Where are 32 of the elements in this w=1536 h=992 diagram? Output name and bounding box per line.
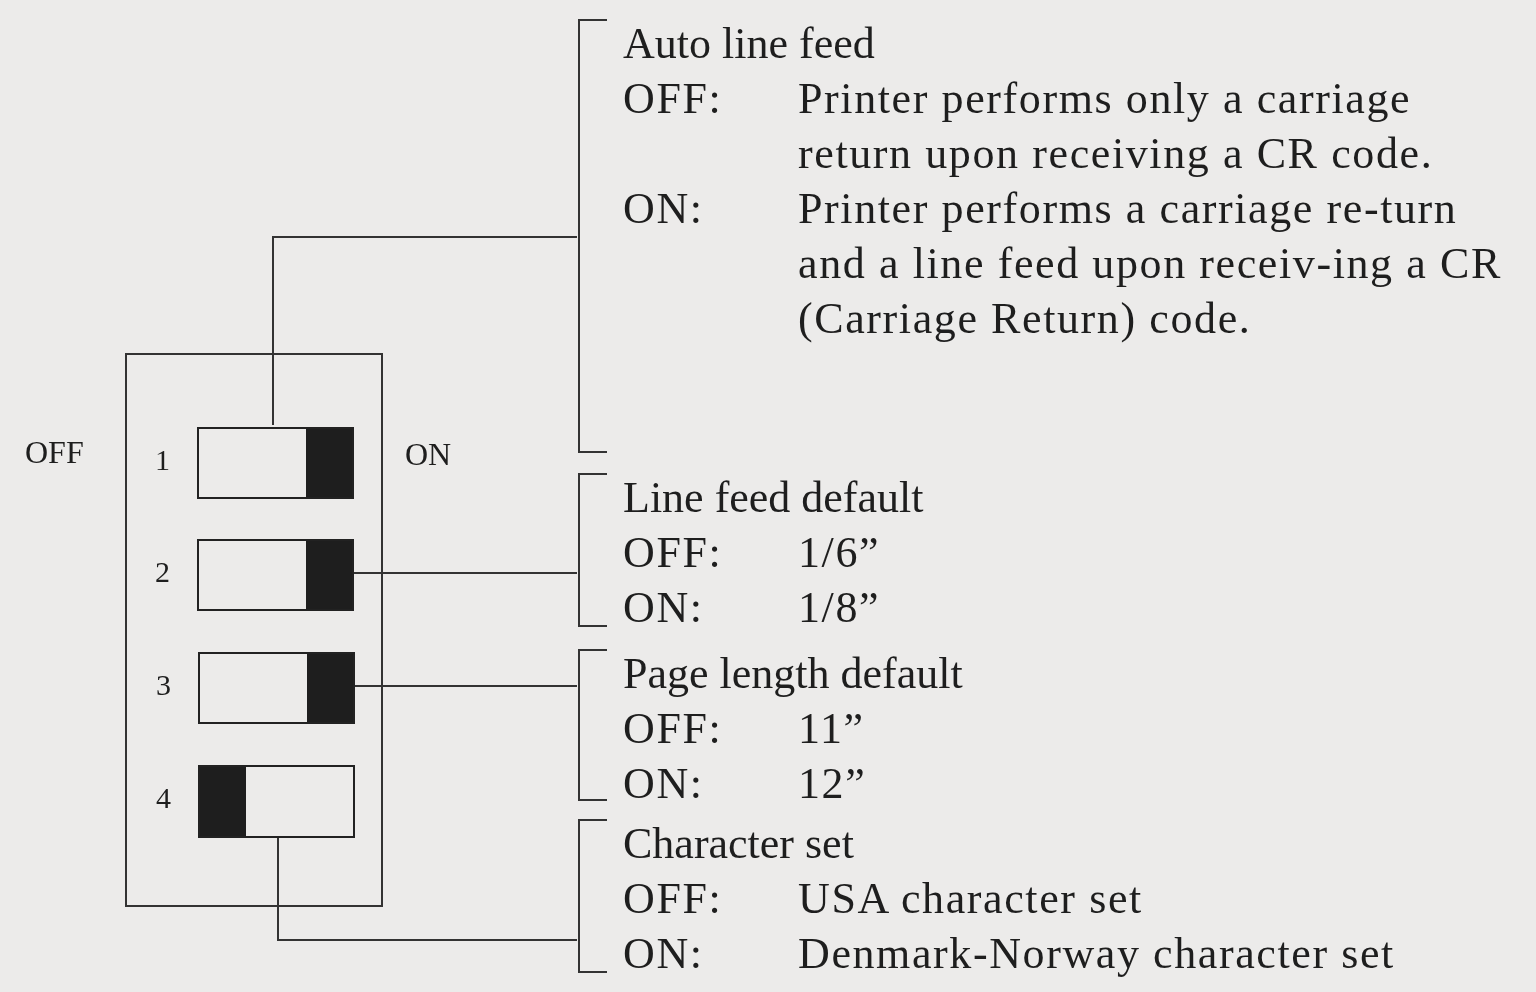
state-description: 12”	[798, 758, 868, 810]
state-description: Denmark-Norway character set	[798, 928, 1396, 980]
dip-switch	[197, 539, 354, 611]
dip-switch	[197, 427, 354, 499]
state-label: ON:	[623, 582, 705, 634]
state-description: Printer performs only a carriage return upon receiving a CR code.	[798, 73, 1435, 180]
state-description: USA character set	[798, 873, 1144, 925]
switch-housing	[125, 353, 383, 907]
leader-line	[272, 236, 578, 426]
dip-switch	[198, 765, 355, 838]
switch-number: 2	[155, 555, 170, 589]
switch-position-label: ON	[405, 436, 452, 473]
state-description: 1/8”	[798, 582, 882, 634]
state-label: ON:	[623, 928, 705, 980]
setting-title: Line feed default	[623, 472, 925, 524]
dip-switch	[198, 652, 355, 724]
state-label: OFF:	[623, 873, 724, 925]
switch-number: 1	[155, 443, 170, 477]
state-label: OFF:	[623, 73, 724, 125]
setting-title: Auto line feed	[623, 18, 876, 70]
switch-position-label: OFF	[25, 434, 84, 471]
state-label: OFF:	[623, 703, 724, 755]
state-label: ON:	[623, 758, 705, 810]
setting-title: Page length default	[623, 648, 964, 700]
switch-number: 3	[156, 668, 171, 702]
state-description: 1/6”	[798, 527, 882, 579]
state-description: 11”	[798, 703, 866, 755]
setting-title: Character set	[623, 818, 855, 870]
switch-number: 4	[156, 781, 171, 815]
state-label: ON:	[623, 183, 705, 235]
state-label: OFF:	[623, 527, 724, 579]
state-description: Printer performs a carriage re-turn and a line feed upon receiv-ing a CR (Carriage Return) code.	[798, 183, 1503, 345]
